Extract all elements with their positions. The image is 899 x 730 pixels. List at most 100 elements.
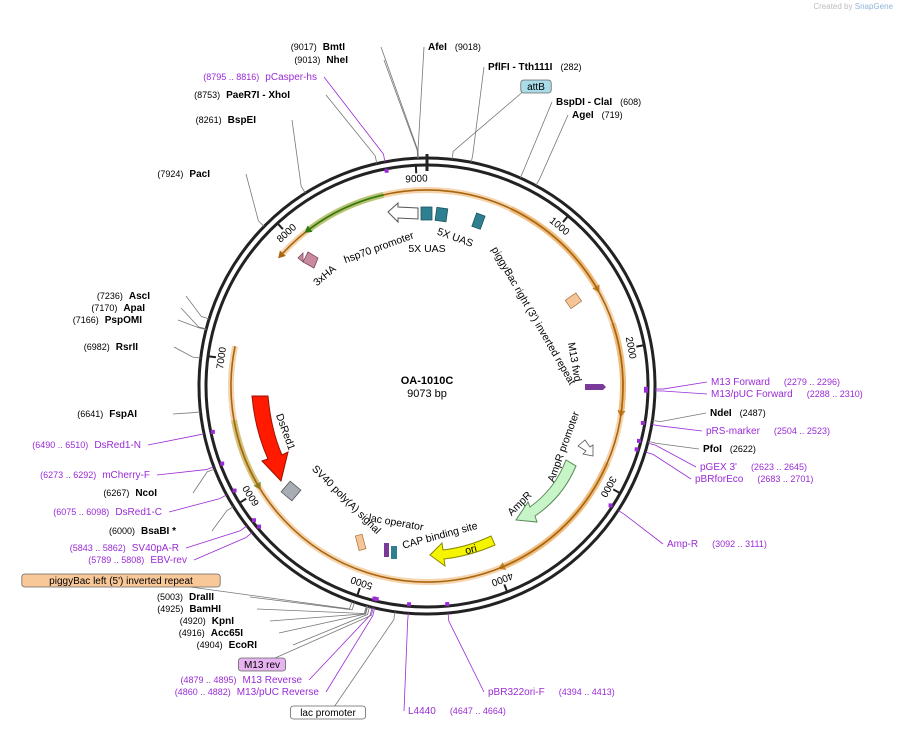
- enzyme-name: AscI: [129, 291, 150, 302]
- enzyme-leader-2: [417, 46, 425, 159]
- primer-label: M13 Forward(2279 .. 2296): [711, 377, 840, 388]
- boxed-label: lac promoter: [300, 708, 356, 719]
- primer-label: (8795 .. 8816)pCasper-hs: [203, 72, 317, 83]
- enzyme-leader-17: [211, 506, 234, 532]
- ampr-arrow[interactable]: [515, 459, 577, 523]
- tick-4000: [503, 584, 509, 594]
- piggybac-right-box[interactable]: [564, 292, 583, 310]
- piggybac-left-box[interactable]: [354, 533, 367, 551]
- enzyme-position: (6641): [77, 409, 103, 419]
- enzyme-name: PaeR7I - XhoI: [226, 90, 290, 101]
- direction-arrows: [228, 187, 626, 585]
- enzyme-label: (4920)KpnI: [180, 616, 234, 627]
- primer-site-5: [634, 447, 639, 452]
- enzyme-name: PflFI - Tth111I: [488, 62, 553, 73]
- arc-hsp70-glow: [308, 191, 385, 232]
- primer-site-10: [251, 518, 256, 523]
- boxed-label-bg-3: [289, 705, 366, 720]
- primer-site-13: [374, 597, 379, 602]
- uas-box-2[interactable]: [434, 206, 449, 223]
- arc-hsp70-line: [309, 194, 384, 230]
- lac-operator-box[interactable]: [384, 543, 389, 557]
- primer-site-7: [210, 429, 215, 434]
- m13-fwd-marker[interactable]: [585, 384, 606, 390]
- enzyme-name: NheI: [326, 55, 348, 66]
- primer-label: pRS-marker(2504 .. 2523): [706, 426, 830, 437]
- arc-orange-left-line: [230, 189, 624, 583]
- tick-6000: [238, 497, 247, 505]
- primer-name: SV40pA-R: [132, 543, 179, 554]
- primer-name: pRS-marker: [706, 426, 761, 437]
- enzyme-label: (5003)DraIII: [157, 592, 214, 603]
- enzyme-label: AfeI(9018): [428, 42, 481, 53]
- feature-label: piggyBac right (3') inverted repeat: [489, 245, 578, 387]
- plasmid-size: 9073 bp: [407, 388, 447, 400]
- dsred1-arrow[interactable]: [251, 395, 289, 483]
- uas-box-1[interactable]: [420, 206, 433, 221]
- feature-label: 3xHA: [311, 263, 338, 289]
- primer-name: L4440: [408, 706, 436, 717]
- primer-leader-0: [323, 76, 386, 162]
- primer-position: (4394 .. 4413): [559, 687, 615, 697]
- boxed-label-bg-0: [520, 79, 552, 94]
- enzyme-label: (8753) PaeR7I - XhoI: [194, 90, 290, 101]
- enzyme-leader-21: [278, 606, 369, 634]
- attb-box[interactable]: [471, 212, 486, 230]
- enzyme-position: (6267): [103, 488, 129, 498]
- enzyme-position: (4904): [197, 640, 223, 650]
- enzyme-leader-5: [535, 114, 569, 186]
- enzyme-name: PacI: [189, 169, 210, 180]
- primer-leader-14: [403, 613, 409, 712]
- enzyme-leader-13: [172, 411, 201, 415]
- primer-label: pBRforEco(2683 .. 2701): [695, 474, 813, 485]
- enzyme-leader-18: [249, 596, 355, 611]
- enzyme-position: (719): [602, 110, 623, 120]
- primer-position: (5843 .. 5862): [70, 543, 126, 553]
- primer-label: (5843 .. 5862) SV40pA-R: [70, 543, 179, 554]
- sv40-polya-box[interactable]: [280, 480, 302, 502]
- primer-name: M13 Forward: [711, 377, 770, 388]
- enzyme-position: (282): [560, 62, 581, 72]
- primer-leader-11: [193, 532, 253, 561]
- primer-name: M13 Reverse: [243, 675, 303, 686]
- feature-label: SV40 poly(A) signal: [309, 463, 383, 537]
- snapgene-credit: Created by SnapGene: [813, 2, 893, 11]
- tick-5000: [356, 587, 361, 597]
- primer-site-15: [445, 602, 450, 607]
- enzyme-position: (7236): [97, 291, 123, 301]
- enzyme-label: (8261)BspEI: [196, 115, 257, 126]
- primer-position: (6075 .. 6098): [53, 507, 109, 517]
- primer-site-3: [640, 420, 645, 425]
- primer-site-0: [384, 168, 389, 173]
- enzyme-name: NdeI: [710, 408, 732, 419]
- features: [251, 201, 606, 568]
- primer-label: (6273 .. 6292)mCherry-F: [40, 470, 150, 481]
- ori-arrow[interactable]: [429, 535, 496, 568]
- enzyme-position: (9018): [455, 42, 481, 52]
- enzyme-position: (8753): [194, 90, 220, 100]
- cap-binding-site-box[interactable]: [391, 546, 397, 559]
- hsp70-promoter-arrow[interactable]: [387, 201, 419, 224]
- primer-label: (6490 .. 6510)DsRed1-N: [32, 440, 141, 451]
- enzyme-label: (6641) FspAI: [77, 409, 137, 420]
- 3xha-arrow[interactable]: [297, 251, 319, 269]
- box-leader-0: [451, 83, 533, 160]
- enzyme-leader-6: [325, 94, 378, 164]
- ampr-promoter-arrow[interactable]: [577, 439, 594, 457]
- primer-site-4: [637, 438, 642, 443]
- primer-name: EBV-rev: [150, 555, 187, 566]
- enzyme-position: (4916): [179, 628, 205, 638]
- feature-label: 5X UAS: [408, 243, 445, 255]
- enzyme-name: NcoI: [135, 488, 157, 499]
- enzyme-name: FspAI: [109, 409, 137, 420]
- box-leader-2: [265, 607, 374, 663]
- primer-leader-9: [168, 494, 227, 513]
- primer-label: pGEX 3'(2623 .. 2645): [700, 462, 807, 473]
- enzyme-leader-4: [519, 101, 553, 179]
- primer-label: M13/pUC Forward(2288 .. 2310): [711, 389, 863, 400]
- tick-label-2000: 2000: [623, 336, 638, 360]
- enzyme-leader-12: [173, 346, 201, 359]
- primer-site-11: [257, 524, 262, 529]
- primer-leader-6: [617, 509, 664, 545]
